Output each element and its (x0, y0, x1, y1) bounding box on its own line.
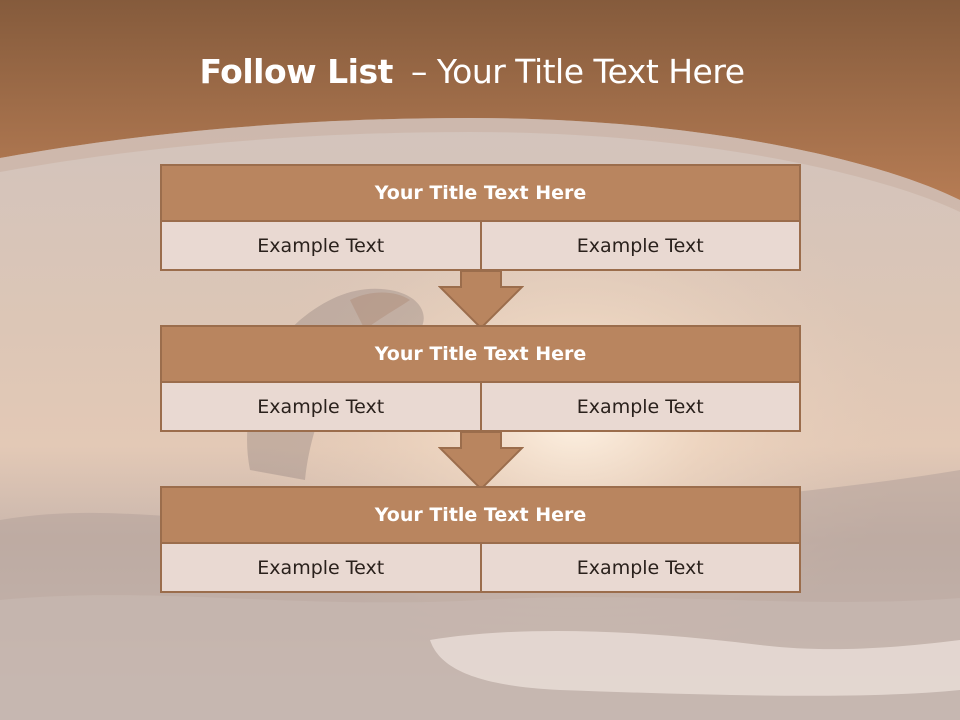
step-title: Your Title Text Here (162, 488, 799, 544)
step-cell-right: Example Text (479, 383, 799, 430)
step-cell-right: Example Text (479, 222, 799, 269)
step-title: Your Title Text Here (162, 327, 799, 383)
step-row: Example Text Example Text (162, 222, 799, 269)
step-cell-left: Example Text (162, 383, 480, 430)
step-row: Example Text Example Text (162, 544, 799, 591)
step-cell-left: Example Text (162, 222, 480, 269)
step-cell-right: Example Text (479, 544, 799, 591)
down-arrow-icon (438, 270, 524, 330)
step-box-1: Your Title Text Here Example Text Exampl… (160, 164, 801, 271)
slide-title-bold: Follow List (199, 52, 393, 91)
step-cell-left: Example Text (162, 544, 480, 591)
slide-title-rest: – Your Title Text Here (410, 52, 745, 91)
step-box-2: Your Title Text Here Example Text Exampl… (160, 325, 801, 432)
step-title: Your Title Text Here (162, 166, 799, 222)
down-arrow-icon (438, 431, 524, 491)
step-box-3: Your Title Text Here Example Text Exampl… (160, 486, 801, 593)
slide-title: Follow List – Your Title Text Here (0, 52, 944, 91)
step-row: Example Text Example Text (162, 383, 799, 430)
